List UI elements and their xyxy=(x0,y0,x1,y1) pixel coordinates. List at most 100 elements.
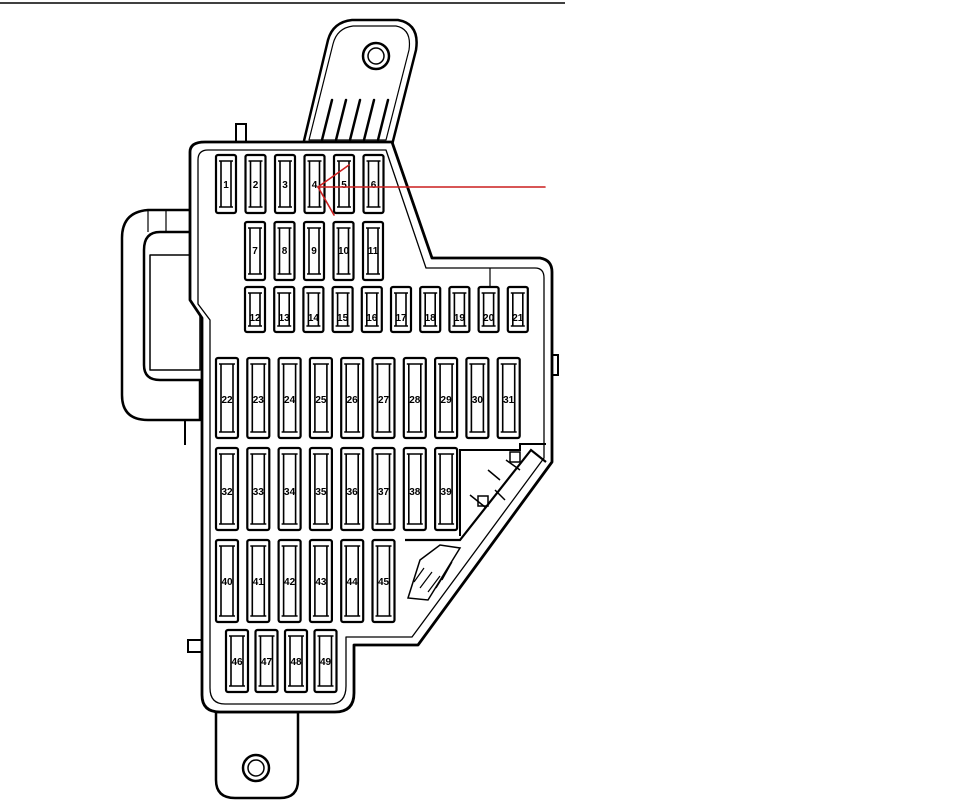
fuse-slot: 5 xyxy=(332,153,356,215)
fuse-slot: 42 xyxy=(277,538,302,624)
fuse-number-label: 38 xyxy=(409,487,421,498)
fuse-slot: 25 xyxy=(308,356,333,440)
fuse-slot: 10 xyxy=(332,220,355,282)
fuse-number-label: 11 xyxy=(368,246,379,257)
fuse-number-label: 18 xyxy=(425,313,437,324)
fuse-number-label: 14 xyxy=(308,313,320,324)
fuse-slot: 26 xyxy=(340,356,365,440)
fuse-number-label: 15 xyxy=(337,313,349,324)
fuse-slot: 4 xyxy=(303,153,326,215)
fuse-slot: 29 xyxy=(434,356,459,440)
fuse-slot: 14 xyxy=(302,285,325,334)
fuse-slot: 38 xyxy=(402,446,427,532)
fuse-slot: 48 xyxy=(283,628,309,694)
fuse-number-label: 25 xyxy=(315,395,327,406)
fuse-number-label: 16 xyxy=(366,313,378,324)
fuse-number-label: 49 xyxy=(320,657,332,668)
fuse-slot: 22 xyxy=(214,356,240,440)
fuse-number-label: 10 xyxy=(338,246,350,257)
fuse-number-label: 34 xyxy=(284,487,296,498)
fuse-number-label: 43 xyxy=(315,577,327,588)
fuse-number-label: 5 xyxy=(341,180,347,191)
fuse-number-label: 35 xyxy=(315,487,327,498)
fuse-number-label: 3 xyxy=(282,180,288,191)
fuse-slot: 19 xyxy=(448,285,471,334)
fuse-number-label: 27 xyxy=(378,395,390,406)
fuse-slot: 20 xyxy=(477,285,500,334)
fuse-number-label: 29 xyxy=(441,395,453,406)
fuse-slot: 9 xyxy=(302,220,326,282)
fuse-number-label: 33 xyxy=(253,487,265,498)
fuse-number-label: 37 xyxy=(378,487,390,498)
fuse-number-label: 45 xyxy=(378,577,390,588)
fuse-number-label: 17 xyxy=(395,313,407,324)
fuse-number-label: 20 xyxy=(483,313,495,324)
fuse-number-label: 7 xyxy=(252,246,258,257)
fuse-number-label: 44 xyxy=(347,577,359,588)
fuse-slot: 41 xyxy=(246,538,271,624)
fuse-slot: 47 xyxy=(254,628,279,694)
fuse-slot: 24 xyxy=(277,356,302,440)
fuse-slot: 43 xyxy=(308,538,333,624)
fuse-number-label: 41 xyxy=(253,577,265,588)
fuse-slot: 44 xyxy=(340,538,365,624)
fuse-slot: 23 xyxy=(246,356,271,440)
fuse-number-label: 22 xyxy=(221,395,233,406)
fuse-slot: 49 xyxy=(313,628,338,694)
fuse-number-label: 4 xyxy=(312,180,318,191)
fuse-number-label: 6 xyxy=(371,180,377,191)
fuse-slot: 7 xyxy=(243,220,267,282)
fuse-number-label: 13 xyxy=(279,313,291,324)
fuse-slot: 13 xyxy=(273,285,296,334)
fuse-number-label: 47 xyxy=(261,657,273,668)
fuse-slot: 37 xyxy=(371,446,396,532)
fuse-slot: 31 xyxy=(496,356,521,440)
fuse-slot: 2 xyxy=(244,153,267,215)
fuse-number-label: 32 xyxy=(221,487,233,498)
fuse-slot: 45 xyxy=(371,538,396,624)
fuse-slot: 46 xyxy=(224,628,250,694)
fuse-number-label: 2 xyxy=(253,180,259,191)
fuse-slot: 21 xyxy=(506,285,529,334)
fuse-number-label: 26 xyxy=(347,395,359,406)
fuse-slot: 34 xyxy=(277,446,302,532)
fuse-number-label: 23 xyxy=(253,395,265,406)
fuse-number-label: 1 xyxy=(223,180,229,191)
upper-mounting-bracket xyxy=(301,18,418,147)
fuse-number-label: 48 xyxy=(290,657,302,668)
fuse-number-label: 40 xyxy=(221,577,233,588)
fuse-slot: 8 xyxy=(273,220,296,282)
fuse-slot: 11 xyxy=(361,220,385,282)
fuse-slot: 17 xyxy=(389,285,413,334)
bracket-ribs xyxy=(320,98,390,142)
side-clip xyxy=(120,208,207,445)
fuse-slot: 39 xyxy=(434,446,459,532)
fuse-slot: 36 xyxy=(340,446,365,532)
fuse-slot: 27 xyxy=(371,356,396,440)
pointer-arrow xyxy=(317,164,546,216)
fuse-number-label: 31 xyxy=(503,395,515,406)
fuse-number-label: 19 xyxy=(454,313,466,324)
fuse-slot: 12 xyxy=(243,285,267,334)
lower-mount-hole-icon xyxy=(241,753,271,783)
fuse-slot: 30 xyxy=(465,356,490,440)
fuse-number-label: 9 xyxy=(311,246,317,257)
fuse-slot: 28 xyxy=(402,356,427,440)
fuse-slot: 6 xyxy=(362,153,385,215)
fuse-slot: 35 xyxy=(308,446,333,532)
fuse-number-label: 46 xyxy=(231,657,243,668)
fuse-number-label: 28 xyxy=(409,395,421,406)
fuse-number-label: 36 xyxy=(347,487,359,498)
fuse-slot: 3 xyxy=(273,153,297,215)
upper-mount-hole-icon xyxy=(361,41,391,71)
fuse-slot: 40 xyxy=(214,538,240,624)
fuse-slot: 18 xyxy=(419,285,442,334)
fuse-number-label: 24 xyxy=(284,395,296,406)
fuse-number-label: 12 xyxy=(249,313,261,324)
connector-area xyxy=(405,443,547,601)
fuse-slot: 32 xyxy=(214,446,240,532)
fuse-slot: 15 xyxy=(331,285,354,334)
fuse-number-label: 21 xyxy=(512,313,524,324)
